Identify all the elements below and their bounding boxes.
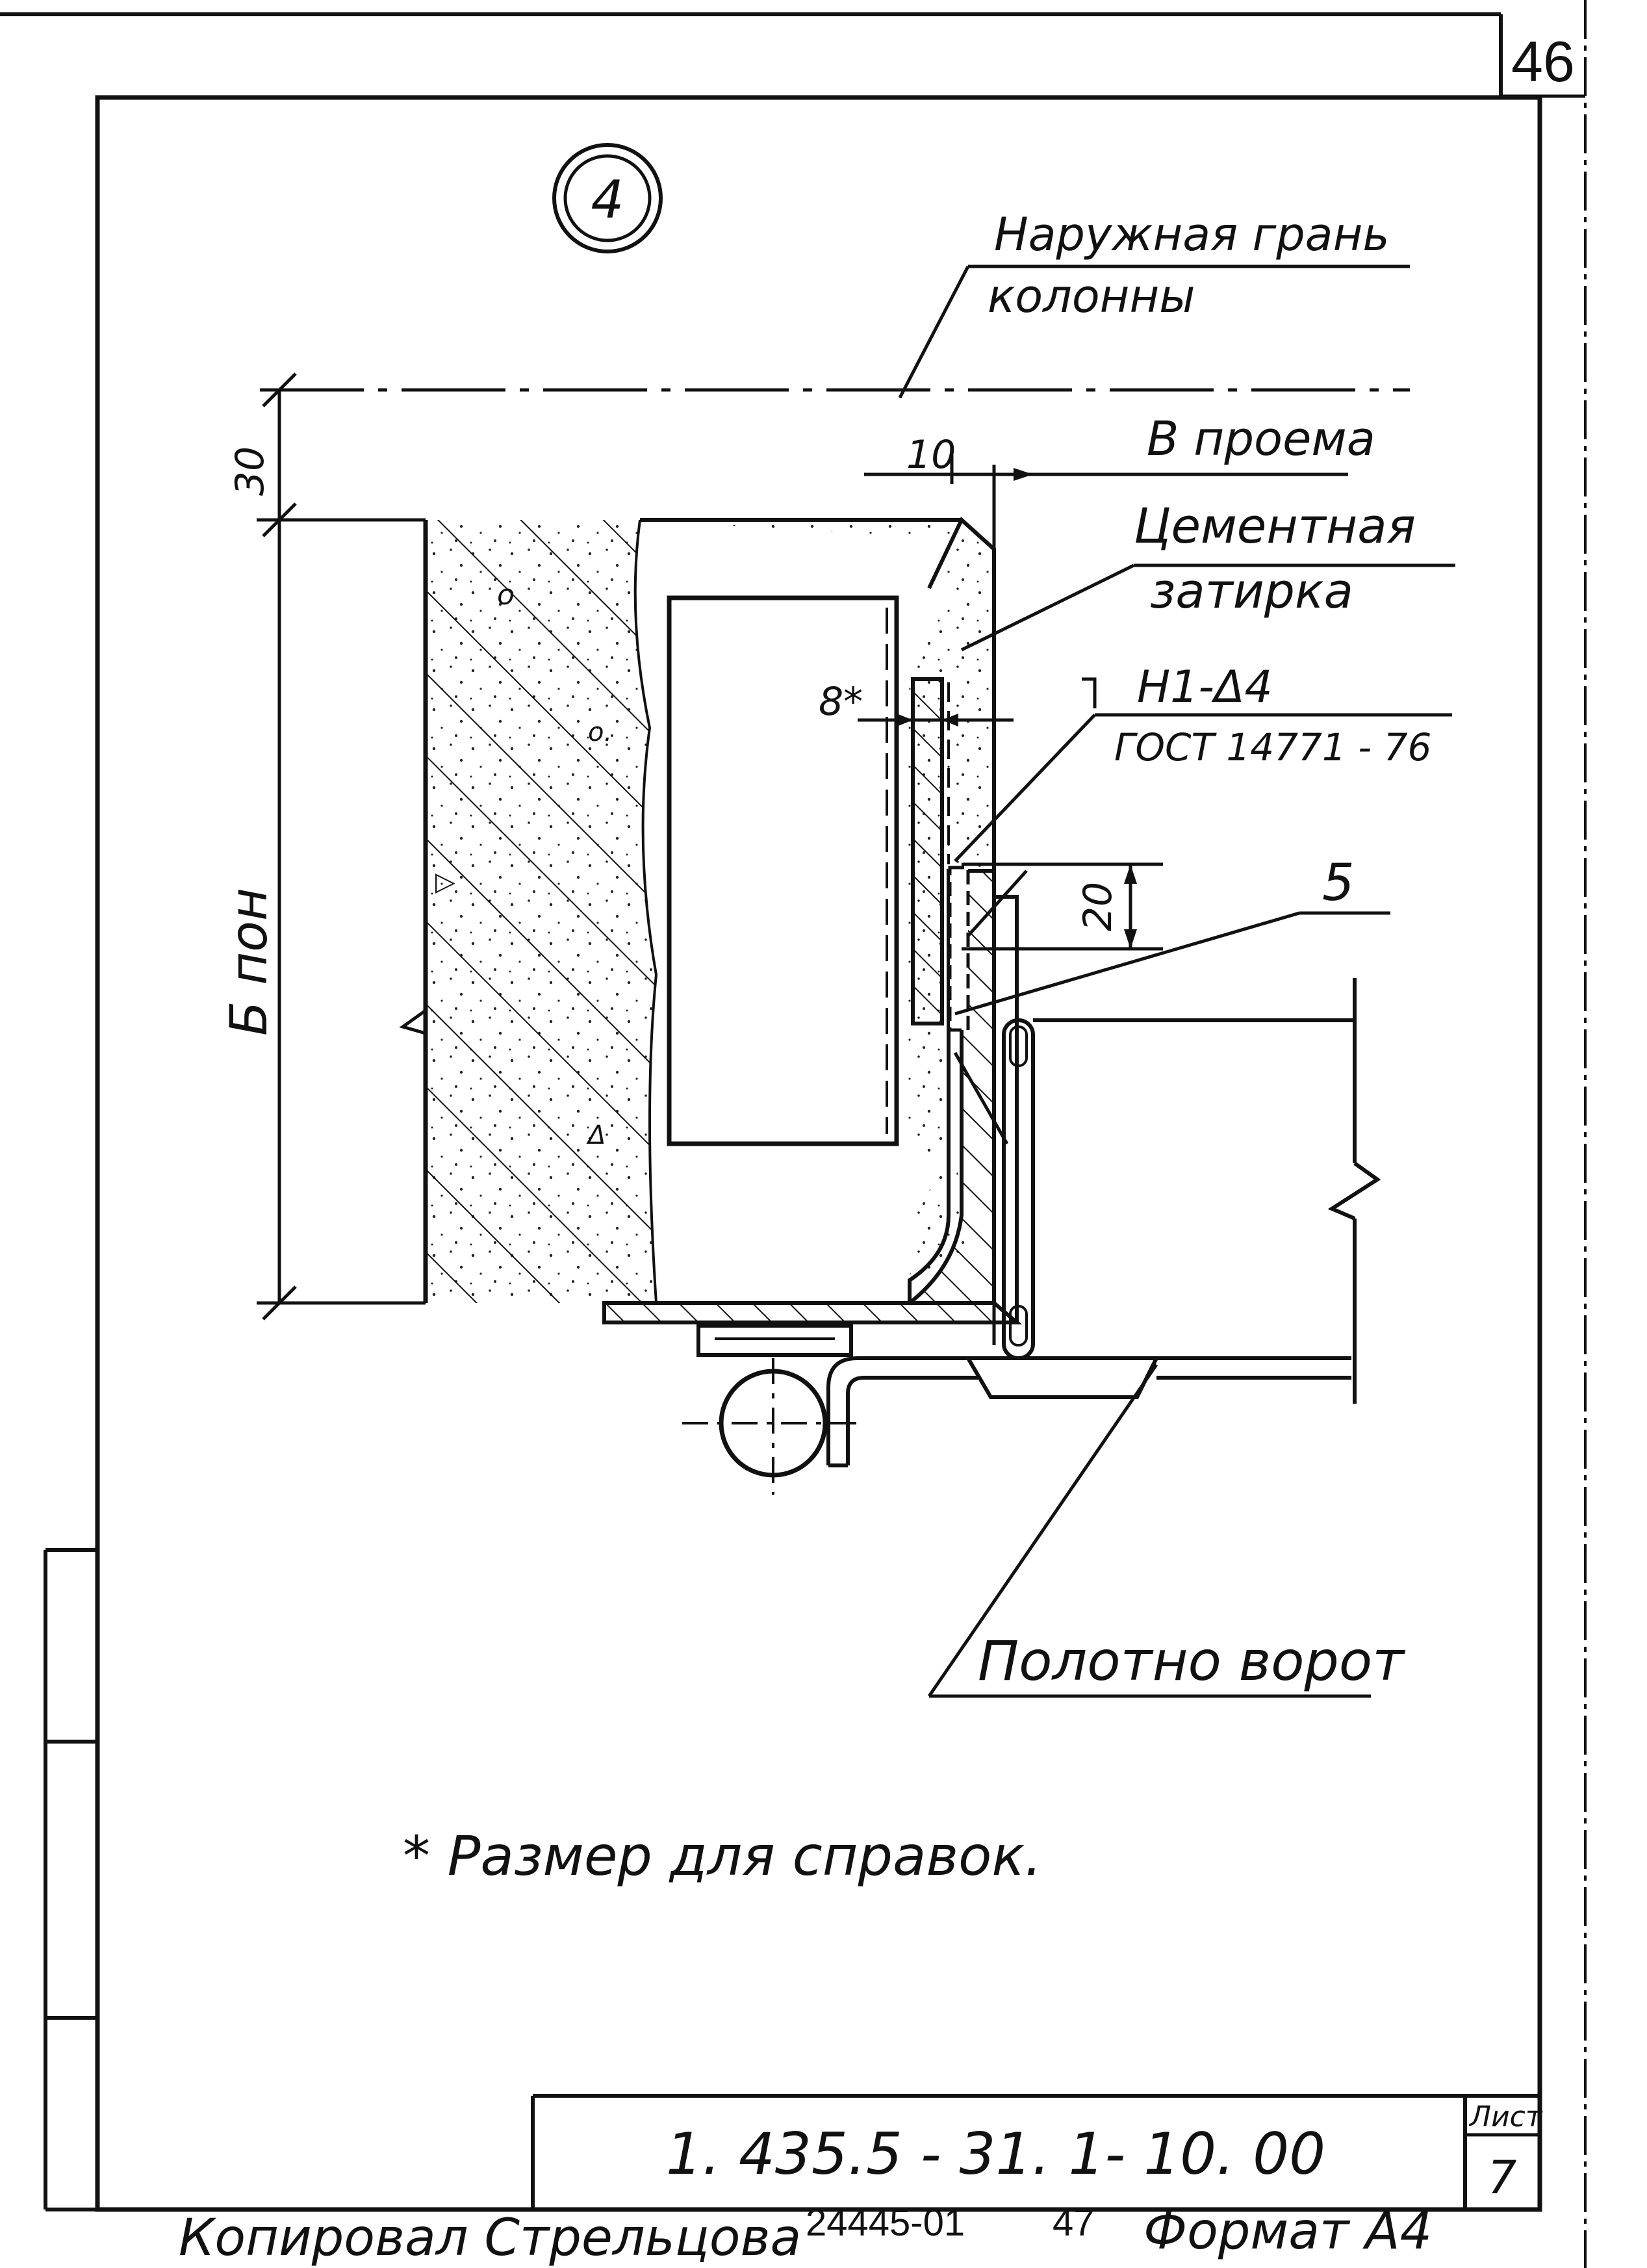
gate-track — [682, 1324, 1351, 1495]
copied-by: Копировал Стрельцова — [179, 2209, 801, 2267]
column-section: o o. ▷ Δ — [423, 519, 658, 1304]
footnote: * Размер для справок. — [403, 1824, 1042, 1888]
archive-page: 47 — [1053, 2202, 1095, 2244]
sheet-label: Лист — [1468, 2100, 1543, 2133]
dim-gap-10: 10 — [906, 432, 956, 478]
weld-label-1: Н1-Δ4 — [1137, 662, 1273, 713]
gate-leaf — [1002, 978, 1381, 1404]
cement-leader: Цементная затирка — [960, 498, 1455, 652]
page-number: 46 — [1511, 29, 1575, 94]
dim-column-width: Б пон 30 — [220, 372, 427, 1321]
dim-top-offset: 30 — [227, 446, 273, 496]
detail-marker: 4 — [552, 143, 663, 253]
part-number-label: 5 — [1322, 854, 1355, 912]
dim-weld-length-label: 20 — [1075, 882, 1121, 931]
outer-face-label-2: колонны — [988, 270, 1195, 323]
sheet-frame — [0, 0, 1587, 2268]
weld-label-2: ГОСТ 14771 - 76 — [1114, 725, 1431, 769]
gate-leaf-label: Полотно ворот — [978, 1629, 1405, 1693]
detail-marker-number: 4 — [591, 170, 624, 230]
outer-face-label-1: Наружная грань — [994, 208, 1390, 261]
dim-weld-length: 20 — [962, 862, 1163, 951]
outer-face-leader: Наружная грань колонны — [260, 208, 1410, 399]
svg-text:o.: o. — [588, 717, 612, 747]
weld-callout: Н1-Δ4 ГОСТ 14771 - 76 — [954, 662, 1452, 862]
dim-ref-thickness-label: 8* — [819, 679, 863, 725]
svg-text:▷: ▷ — [435, 867, 455, 897]
dim-ref-thickness: 8* — [819, 679, 1014, 727]
cement-plaster — [640, 520, 994, 1277]
sheet-number: 7 — [1488, 2151, 1517, 2204]
opening-width-label: В проема — [1147, 411, 1375, 466]
format-label: Формат А4 — [1143, 2202, 1432, 2261]
title-block: 1. 435.5 - 31. 1- 10. 00 Лист 7 — [531, 2094, 1543, 2210]
opening-dimension: 10 В проема — [864, 411, 1375, 484]
gate-leaf-leader: Полотно ворот — [927, 1051, 1405, 1698]
column-void — [667, 595, 899, 1146]
svg-text:o: o — [497, 578, 515, 612]
document-code: 1. 435.5 - 31. 1- 10. 00 — [666, 2120, 1325, 2187]
cement-label-1: Цементная — [1134, 498, 1416, 554]
archive-number: 24445-01 — [806, 2202, 965, 2244]
column-width-label: Б пон — [220, 888, 279, 1036]
cement-label-2: затирка — [1150, 563, 1353, 619]
svg-text:Δ: Δ — [586, 1120, 606, 1150]
steel-angle — [602, 517, 1023, 1324]
part-5-leader: 5 — [954, 854, 1390, 1016]
